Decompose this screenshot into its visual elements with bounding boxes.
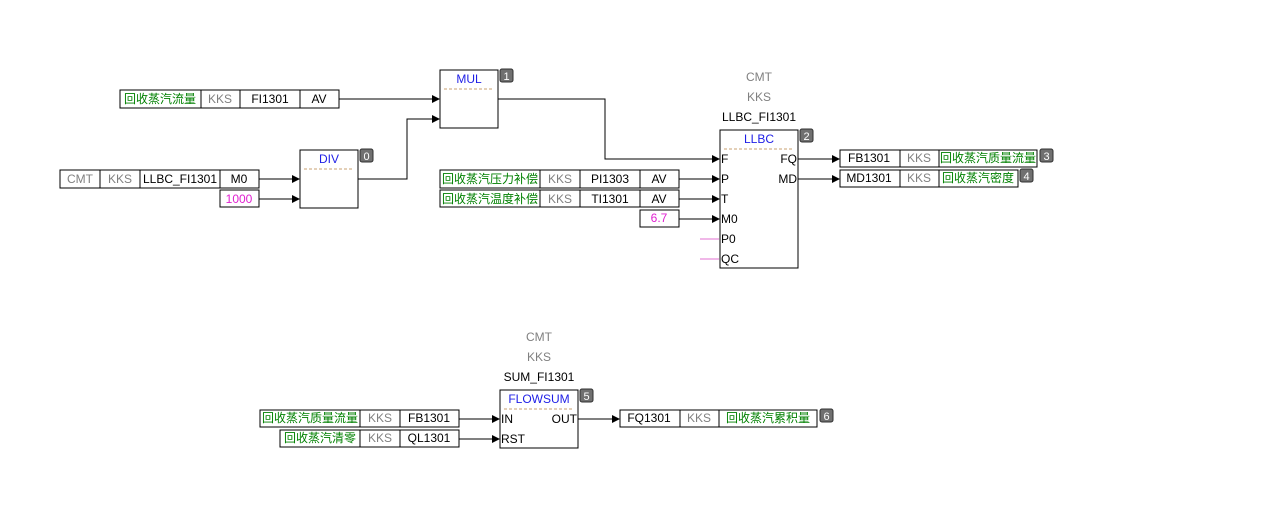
svg-text:1: 1	[503, 71, 509, 83]
flowsum-cmt-label: CMT	[526, 330, 553, 344]
div-input1-tagname: LLBC_FI1301	[143, 172, 217, 186]
sum-rst-desc: 回收蒸汽清零	[284, 430, 356, 445]
llbc-p-tagname: PI1303	[591, 172, 629, 186]
flowsum-pin-rst: RST	[501, 432, 526, 446]
flowsum-kks-label: KKS	[527, 350, 551, 364]
md-out-desc: 回收蒸汽密度	[942, 170, 1014, 185]
div-block-title: DIV	[319, 152, 339, 166]
div-input1-cmt: CMT	[67, 172, 94, 186]
llbc-pin-qc: QC	[721, 252, 739, 266]
div-block[interactable]: DIV	[299, 149, 359, 209]
llbc-tag-label: LLBC_FI1301	[722, 110, 796, 124]
mul-input-desc: 回收蒸汽流量	[124, 91, 196, 106]
mul-input-tag[interactable]: 回收蒸汽流量 KKS FI1301 AV	[119, 89, 340, 109]
svg-text:4: 4	[1023, 171, 1029, 183]
mul-index-badge: 1	[499, 68, 514, 83]
llbc-t-kks: KKS	[548, 192, 572, 206]
wire-div-to-mul	[358, 115, 440, 180]
llbc-pin-md: MD	[778, 172, 797, 186]
llbc-md-output-tag[interactable]: MD1301 KKS 回收蒸汽密度	[839, 169, 1019, 188]
wire-mul-to-llbc	[498, 98, 720, 163]
sum-in-tagname: FB1301	[408, 411, 450, 425]
llbc-p-input-tag[interactable]: 回收蒸汽压力补偿 KKS PI1303 AV	[439, 169, 680, 189]
llbc-t-desc: 回收蒸汽温度补偿	[442, 191, 538, 206]
llbc-p-param: AV	[651, 172, 666, 186]
llbc-index-badge: 2	[799, 128, 814, 143]
fq-out-kks: KKS	[907, 151, 931, 165]
llbc-t-tagname: TI1301	[591, 192, 629, 206]
llbc-pin-p: P	[721, 172, 729, 186]
mul-block[interactable]: MUL	[439, 69, 499, 129]
sum-out-kks: KKS	[687, 411, 711, 425]
flowsum-block-title: FLOWSUM	[508, 392, 569, 406]
div-input1-tag[interactable]: CMT KKS LLBC_FI1301 M0	[59, 169, 260, 189]
sum-out-tagname: FQ1301	[627, 411, 671, 425]
flowsum-block[interactable]: FLOWSUM IN RST OUT	[499, 389, 579, 449]
sum-out-desc: 回收蒸汽累积量	[726, 410, 810, 425]
svg-text:6: 6	[823, 411, 829, 423]
fq-out-tagname: FB1301	[848, 151, 890, 165]
llbc-pin-f: F	[721, 152, 728, 166]
svg-text:2: 2	[803, 131, 809, 143]
mul-block-title: MUL	[456, 72, 482, 86]
flowsum-pin-out: OUT	[552, 412, 578, 426]
md-out-tagname: MD1301	[846, 171, 892, 185]
div-input1-param: M0	[231, 172, 248, 186]
llbc-kks-label: KKS	[747, 90, 771, 104]
flowsum-in-tag[interactable]: 回收蒸汽质量流量 KKS FB1301	[259, 409, 460, 428]
llbc-pin-p0: P0	[721, 232, 736, 246]
div-input2-const[interactable]: 1000	[219, 189, 260, 208]
llbc-pin-fq: FQ	[780, 152, 797, 166]
flowsum-tag-label: SUM_FI1301	[504, 370, 575, 384]
div-input1-kks: KKS	[108, 172, 132, 186]
llbc-p-kks: KKS	[548, 172, 572, 186]
div-index-badge: 0	[359, 148, 374, 163]
llbc-pin-t: T	[721, 192, 729, 206]
svg-text:0: 0	[363, 151, 369, 163]
flowsum-rst-tag[interactable]: 回收蒸汽清零 KKS QL1301	[279, 429, 460, 448]
llbc-t-input-tag[interactable]: 回收蒸汽温度补偿 KKS TI1301 AV	[439, 189, 680, 208]
llbc-block[interactable]: LLBC F P T M0 P0 QC FQ MD	[719, 129, 799, 269]
md-out-kks: KKS	[907, 171, 931, 185]
fq-out-desc: 回收蒸汽质量流量	[940, 150, 1036, 165]
svg-text:3: 3	[1043, 151, 1049, 163]
llbc-fq-output-tag[interactable]: FB1301 KKS 回收蒸汽质量流量	[839, 149, 1038, 168]
llbc-p-desc: 回收蒸汽压力补偿	[442, 171, 538, 186]
flowsum-pin-in: IN	[501, 412, 513, 426]
sum-out-index-badge: 6	[819, 408, 834, 423]
llbc-pin-m0: M0	[721, 212, 738, 226]
mul-input-kks: KKS	[208, 92, 232, 106]
mul-input-tagname: FI1301	[251, 92, 289, 106]
flowsum-index-badge: 5	[579, 388, 594, 403]
mul-input-param: AV	[311, 92, 326, 106]
llbc-m0-const[interactable]: 6.7	[639, 209, 680, 228]
sum-in-kks: KKS	[368, 411, 392, 425]
sum-in-desc: 回收蒸汽质量流量	[262, 410, 358, 425]
llbc-t-param: AV	[651, 192, 666, 206]
div-input2-value: 1000	[226, 192, 253, 206]
sum-rst-kks: KKS	[368, 431, 392, 445]
fq-out-index-badge: 3	[1039, 148, 1054, 163]
llbc-block-title: LLBC	[744, 132, 774, 146]
llbc-cmt-label: CMT	[746, 70, 773, 84]
sum-rst-tagname: QL1301	[408, 431, 451, 445]
svg-text:5: 5	[583, 391, 589, 403]
flowsum-out-tag[interactable]: FQ1301 KKS 回收蒸汽累积量	[619, 409, 818, 428]
llbc-m0-value: 6.7	[651, 211, 668, 225]
md-out-index-badge: 4	[1019, 168, 1034, 183]
